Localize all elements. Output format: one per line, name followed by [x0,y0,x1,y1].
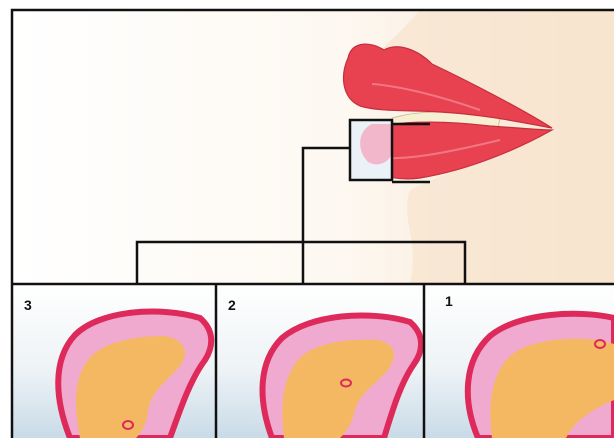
panel-1-cross-section [468,314,614,438]
panel-label-3: 3 [24,298,32,312]
inner-lip-mucosa [360,124,392,164]
panel-label-1: 1 [445,294,453,308]
panel-label-2: 2 [228,298,236,312]
